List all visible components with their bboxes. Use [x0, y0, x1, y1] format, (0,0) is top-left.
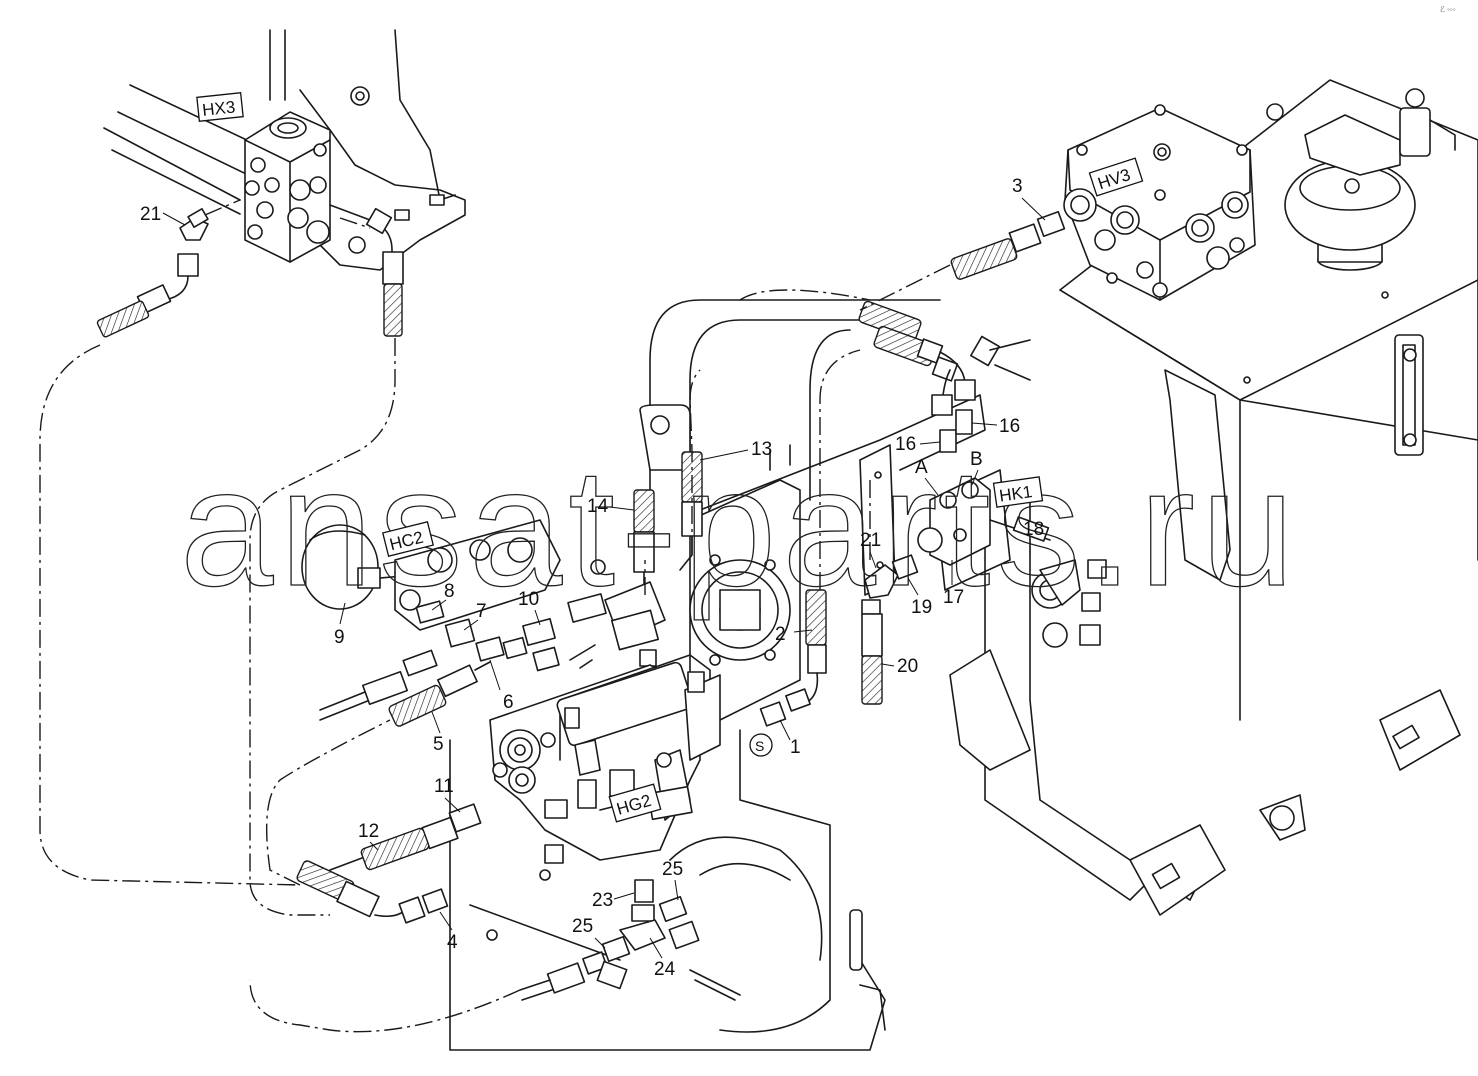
transmission-housing: [449, 299, 986, 1051]
tag-hx3: HX3: [196, 92, 244, 122]
callout-18: 18: [1023, 519, 1044, 540]
tag-hk1-label: HK1: [998, 482, 1033, 505]
corner-mark: ℰ ◦◦◦: [1440, 5, 1456, 14]
port-b-label: B: [970, 449, 983, 470]
callout-25b: 25: [572, 916, 593, 937]
hose-20: [861, 554, 919, 705]
tag-hv3: HV3: [1088, 157, 1144, 197]
callout-14: 14: [587, 496, 609, 517]
right-fittings: [1012, 516, 1107, 648]
center-valve-fittings: [415, 581, 666, 672]
hose-3: [950, 210, 1066, 280]
hose-4: [296, 860, 449, 924]
hg2-pump: [489, 654, 721, 864]
tag-hx3-label: HX3: [201, 97, 236, 119]
callout-1: 1: [790, 737, 801, 758]
hose-12: [329, 816, 459, 871]
hose-routing-dashed: [39, 199, 951, 1033]
bottom-fittings: [519, 879, 700, 1001]
return-filter: [1284, 88, 1456, 271]
callout-8: 8: [444, 581, 455, 602]
hose-14: [633, 489, 655, 596]
callout-7: 7: [476, 601, 487, 622]
port-a-label: A: [915, 457, 928, 478]
callout-2: 2: [775, 624, 786, 645]
hv3-valve-block: [1063, 104, 1256, 301]
callout-25a: 25: [662, 859, 683, 880]
callout-20: 20: [897, 656, 918, 677]
callout-12: 12: [358, 821, 379, 842]
callouts: 1 2 3 4 5 6 7 8 9 10 11 12 13 14 16 16 1…: [140, 176, 1046, 980]
callout-16a: 16: [895, 434, 916, 455]
callout-21a: 21: [140, 204, 161, 225]
tag-s: S: [749, 733, 773, 757]
hose-5: [319, 649, 491, 727]
callout-23: 23: [592, 890, 613, 911]
tag-s-label: S: [755, 738, 764, 754]
tag-hk1: HK1: [992, 476, 1044, 508]
hx3-manifold-block: [244, 111, 331, 263]
callout-9: 9: [334, 627, 345, 648]
hose-hx3-right: [329, 204, 404, 337]
callout-3: 3: [1012, 176, 1023, 197]
callout-4: 4: [447, 932, 458, 953]
hx3-frame: [103, 29, 466, 271]
watermark-text: ansat-parts.ru: [180, 433, 1300, 621]
hose-2: [759, 589, 827, 727]
hc2-accumulator: [301, 524, 416, 610]
callout-13: 13: [751, 439, 772, 460]
callout-16b: 16: [999, 416, 1020, 437]
hose-21-left: [96, 208, 209, 338]
callout-10: 10: [518, 589, 539, 610]
callout-5: 5: [433, 734, 444, 755]
callout-6: 6: [503, 692, 514, 713]
hoses-to-hk1: [858, 300, 1031, 453]
callout-17: 17: [943, 587, 964, 608]
callout-19: 19: [911, 597, 932, 618]
callout-24: 24: [654, 959, 676, 980]
callout-11: 11: [434, 776, 454, 797]
callout-21b: 21: [860, 530, 881, 551]
